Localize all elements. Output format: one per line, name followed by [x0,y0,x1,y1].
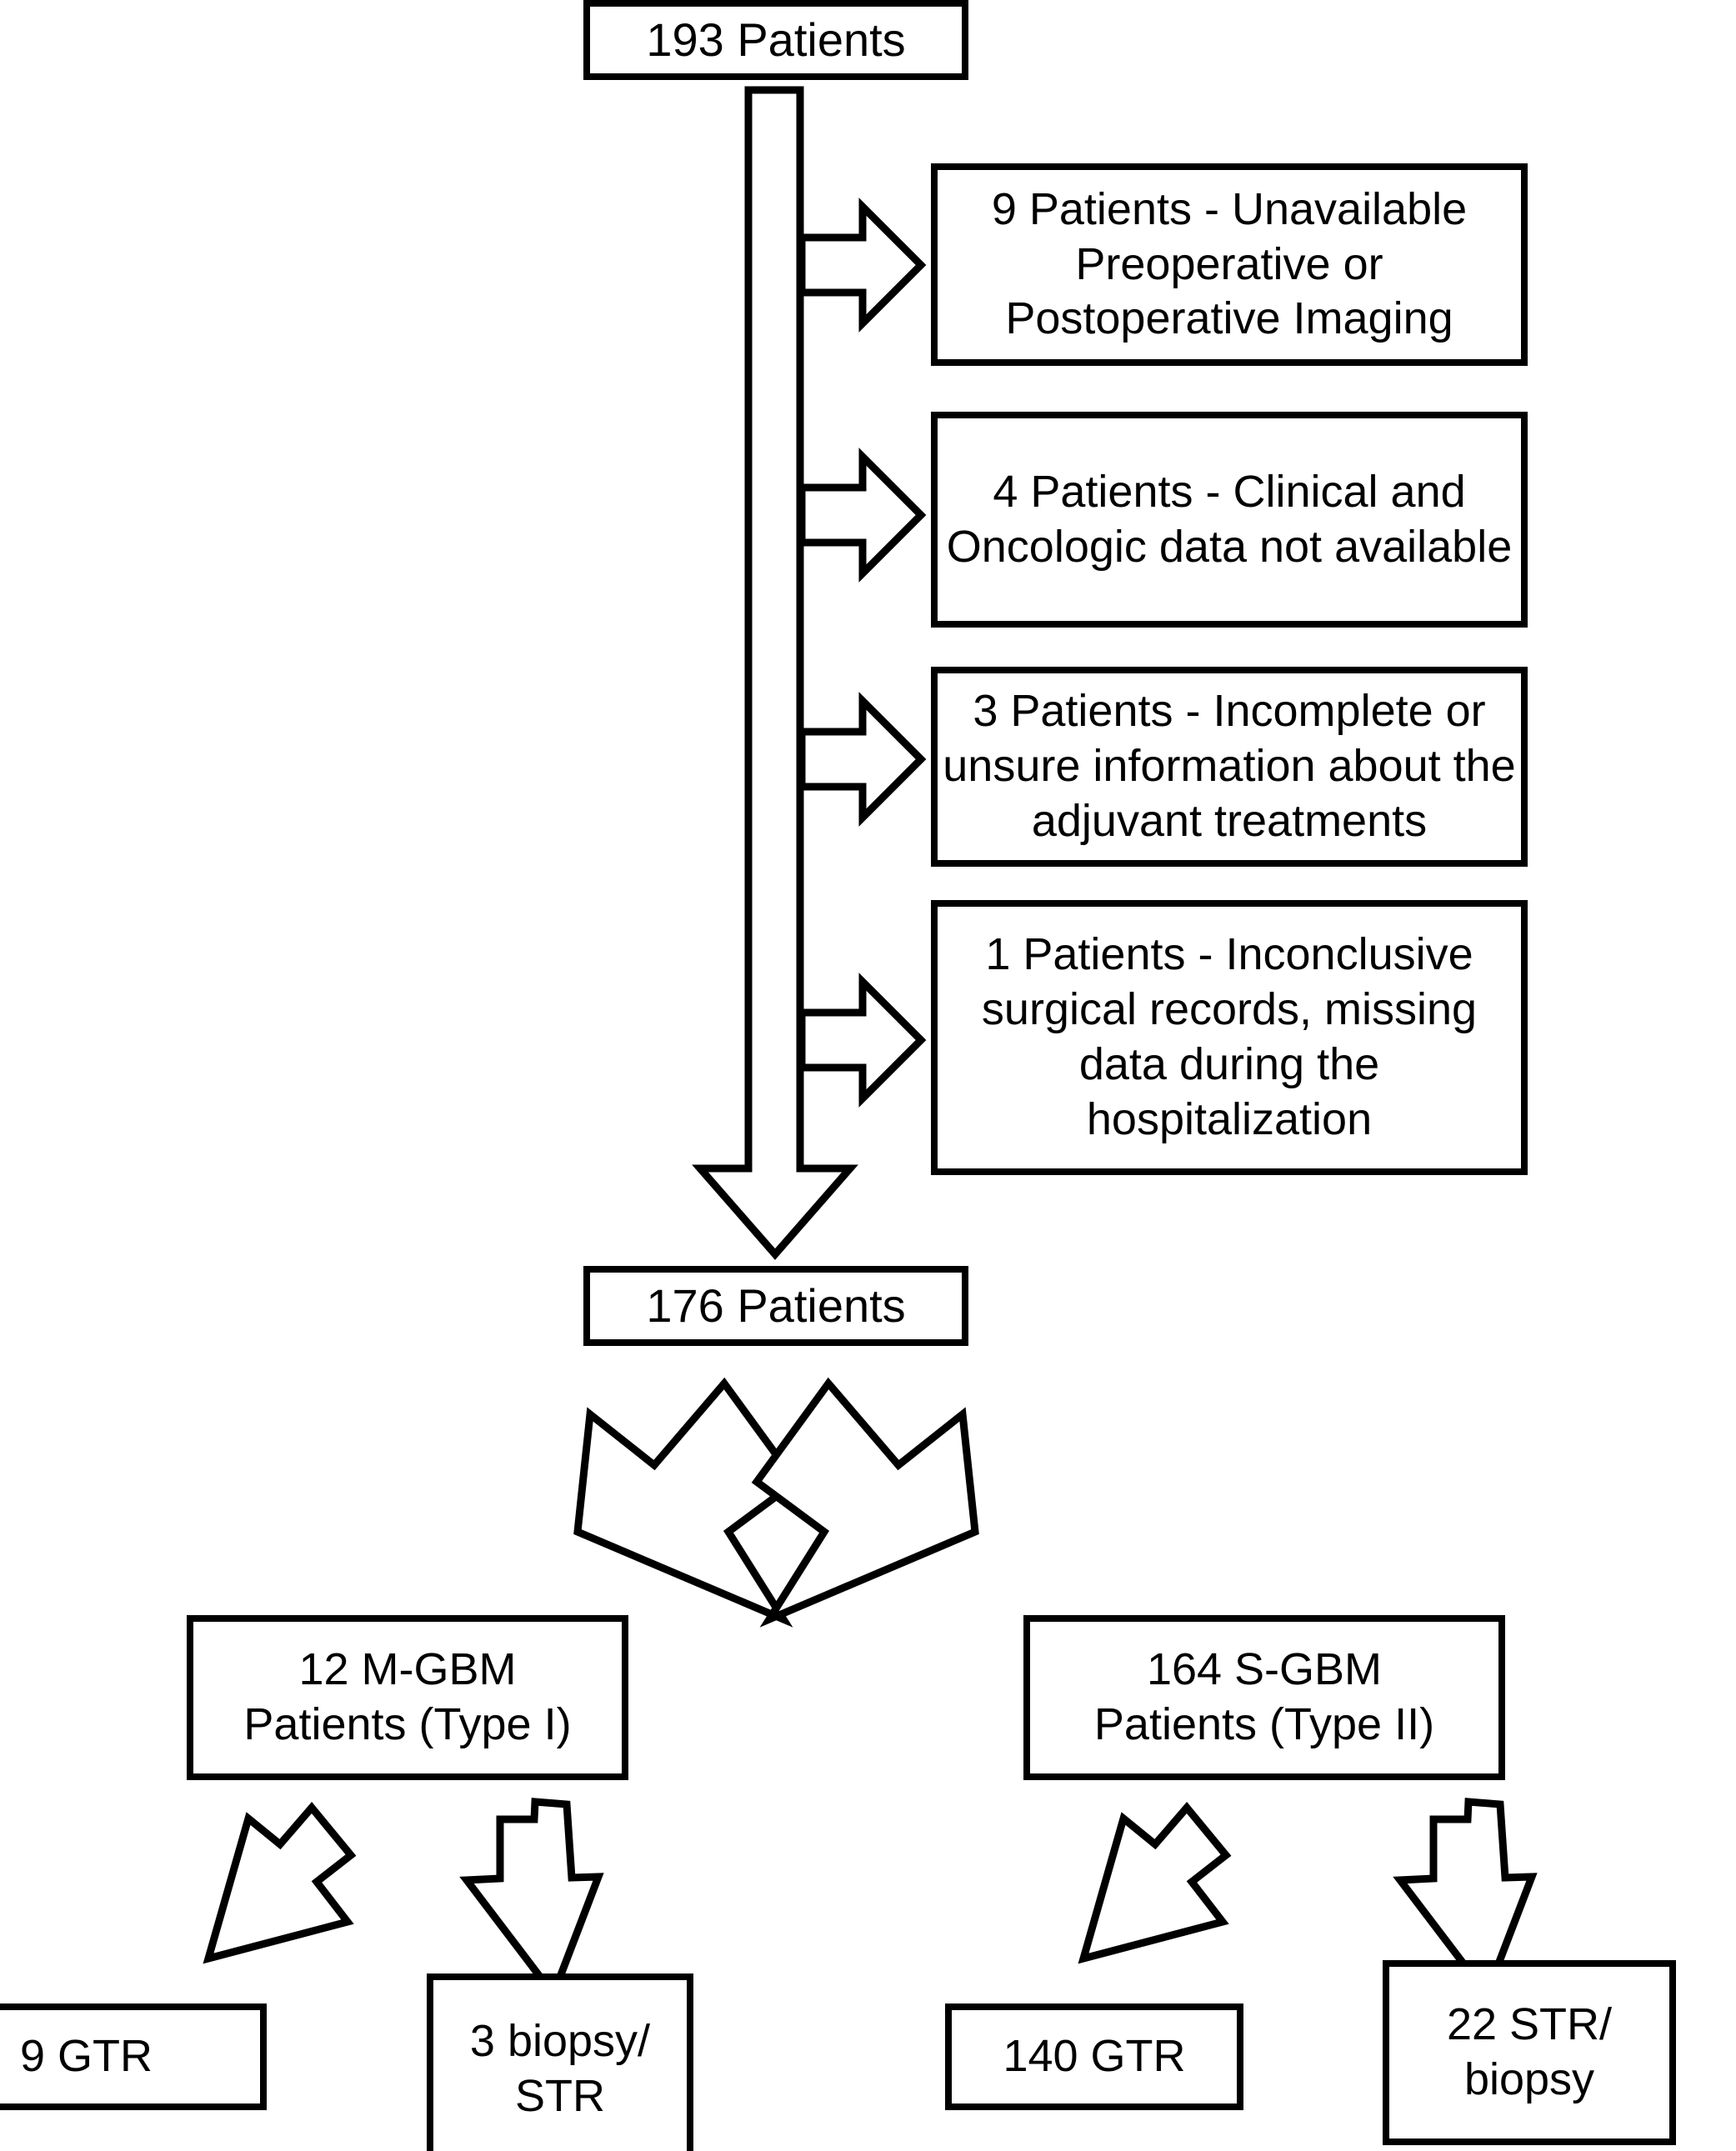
node-total-patients: 193 Patients [583,0,968,80]
split-arrow-right-shape [751,1377,979,1628]
exclusion-arrow-2 [798,448,927,583]
node-exclusion-clinical-data: 4 Patients - Clinical and Oncologic data… [931,412,1528,628]
node-outcome-sgbm-str-biopsy: 22 STR/ biopsy [1383,1960,1676,2145]
node-exclusion-surgical-records: 1 Patients - Inconclusive surgical recor… [931,900,1528,1175]
exclusion-arrow-3 [798,692,927,827]
node-outcome-mgbm-biopsy-str: 3 biopsy/ STR [427,1973,693,2151]
node-included-patients: 176 Patients [583,1266,968,1346]
exclusion-arrow-4 [798,973,927,1108]
node-mgbm-group: 12 M-GBM Patients (Type I) [187,1615,628,1780]
node-outcome-sgbm-gtr: 140 GTR [945,2003,1243,2110]
outcome-arrow-1 [203,1802,357,1964]
split-arrow-left-shape [573,1377,802,1628]
node-exclusion-adjuvant-info: 3 Patients - Incomplete or unsure inform… [931,667,1528,867]
trunk-down-arrow [692,86,858,1260]
node-sgbm-group: 164 S-GBM Patients (Type II) [1023,1615,1505,1780]
exclusion-arrow-1 [798,198,927,333]
node-exclusion-imaging: 9 Patients - Unavailable Preoperative or… [931,163,1528,366]
outcome-arrow-2 [459,1798,604,2003]
node-outcome-mgbm-gtr: 9 GTR [0,2003,267,2110]
outcome-arrow-3 [1078,1802,1232,1964]
